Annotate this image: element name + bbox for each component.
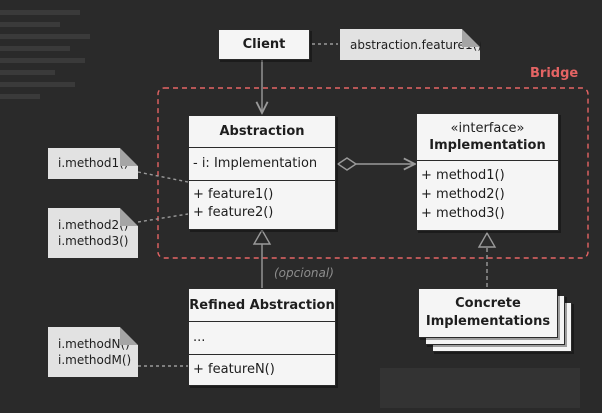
implementation-method: + method1()	[421, 168, 505, 183]
implementation-title: Implementation	[429, 138, 546, 153]
abstraction-title: Abstraction	[219, 124, 305, 139]
abstraction-method: + feature2()	[193, 205, 274, 220]
note-line: i.methodM()	[58, 353, 132, 367]
inheritance-triangle	[252, 228, 272, 245]
note-line: i.method2()	[58, 218, 129, 232]
bridge-boundary	[157, 87, 589, 259]
refined-abstraction-title: Refined Abstraction	[189, 297, 335, 313]
note-method1-text: i.method1()	[58, 156, 129, 170]
note-line: i.method3()	[58, 234, 129, 248]
aggregation-diamond	[336, 157, 358, 171]
concrete-label-line2: Implementations	[425, 314, 551, 329]
refined-abstraction-class[interactable]: Refined Abstraction ... + featureN()	[188, 288, 336, 386]
note-line: i.methodN()	[58, 337, 130, 351]
concrete-label-line1: Concrete	[455, 296, 521, 311]
abstraction-methods: + feature1() + feature2()	[189, 180, 335, 222]
client-box[interactable]: Client	[218, 29, 310, 60]
optional-label: (opcional)	[274, 266, 334, 280]
abstraction-field: - i: Implementation	[189, 147, 335, 180]
note-methodN-M: i.methodN() i.methodM()	[48, 327, 138, 377]
client-note: abstraction.feature1()	[340, 29, 482, 60]
bridge-label: Bridge	[530, 66, 579, 81]
implementation-method: + method2()	[421, 187, 505, 202]
client-label: Client	[242, 37, 286, 52]
realization-triangle	[477, 231, 497, 248]
implementation-methods: + method1() + method2() + method3()	[417, 160, 558, 223]
refined-abstraction-method: + featureN()	[189, 354, 335, 387]
implementation-header: «interface» Implementation	[417, 114, 558, 160]
implementation-stereotype: «interface»	[450, 121, 525, 136]
note-method1: i.method1()	[48, 148, 138, 179]
note-method2-3: i.method2() i.method3()	[48, 208, 138, 258]
client-note-text: abstraction.feature1()	[350, 38, 482, 52]
concrete-implementations-box[interactable]: Concrete Implementations	[418, 288, 558, 338]
refined-abstraction-field: ...	[189, 321, 335, 354]
abstraction-class[interactable]: Abstraction - i: Implementation + featur…	[188, 115, 336, 230]
implementation-interface[interactable]: «interface» Implementation + method1() +…	[416, 113, 559, 231]
abstraction-method: + feature1()	[193, 187, 274, 202]
implementation-method: + method3()	[421, 206, 505, 221]
